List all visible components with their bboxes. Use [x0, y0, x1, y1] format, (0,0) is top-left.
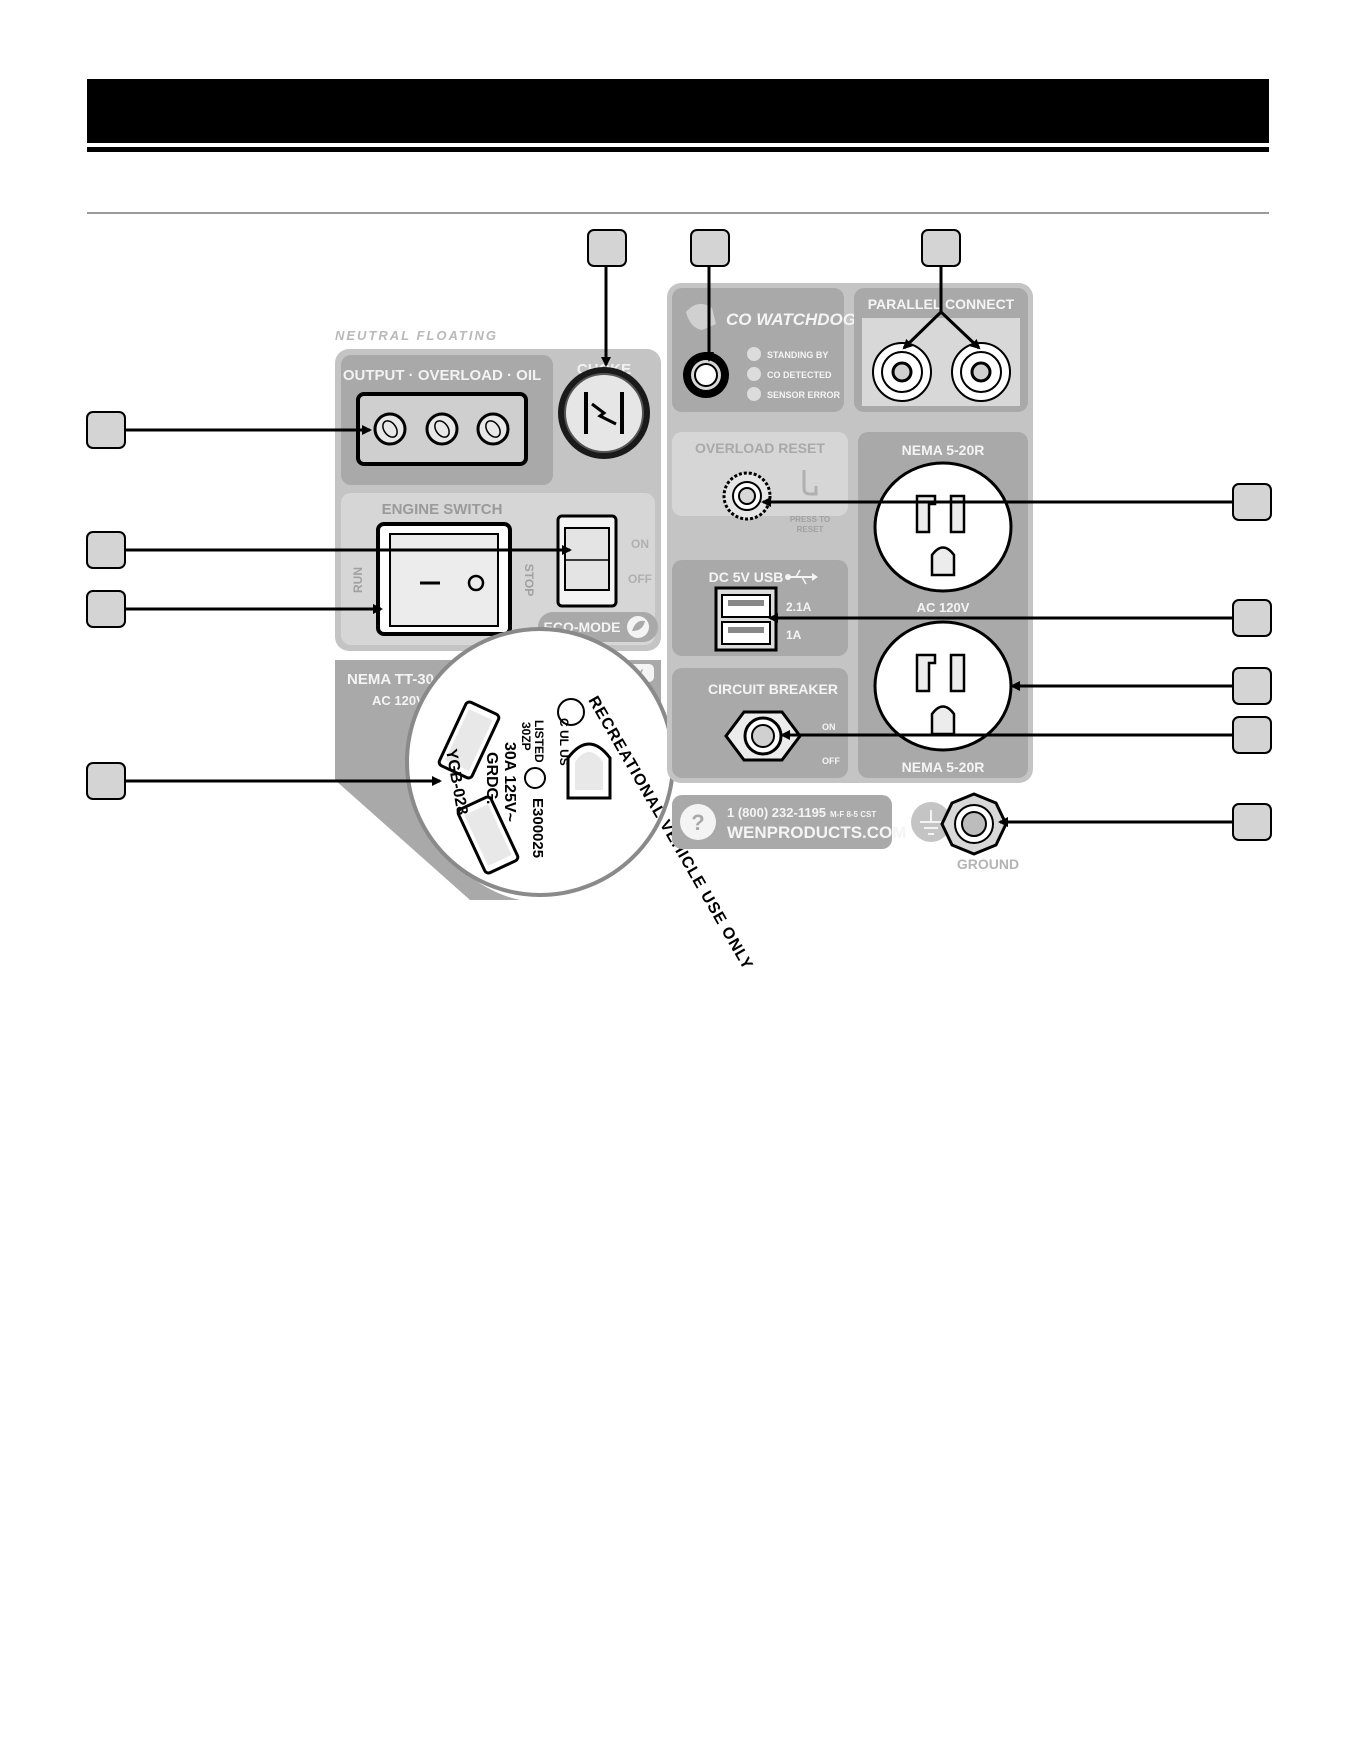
rv-zp-text: 30ZP [519, 722, 533, 751]
reset-label: RESET [797, 525, 824, 534]
right-control-panel: CO WATCHDOG STANDING BY CO DETECTED SENS… [667, 283, 1033, 872]
neutral-floating-label: NEUTRAL FLOATING [335, 328, 498, 343]
callout-box-co-sensor [690, 229, 730, 267]
callout-box-ground [1232, 803, 1272, 841]
finger-press-icon [802, 470, 818, 496]
usb-icon [785, 569, 818, 585]
press-to-label: PRESS TO [790, 515, 830, 524]
usb-port-2-1a[interactable] [721, 594, 771, 618]
stop-label: STOP [522, 564, 536, 596]
overload-indicator-light [425, 412, 459, 446]
rv-rating-text: 30A 125V~ [501, 742, 518, 822]
rv-tt30-outlet[interactable] [405, 627, 675, 897]
indicators-title: OUTPUT · OVERLOAD · OIL [343, 367, 541, 384]
nema-top-title: NEMA 5-20R [902, 442, 985, 458]
rv-file-number: E300025 [529, 798, 546, 858]
engine-switch-title: ENGINE SWITCH [382, 501, 503, 518]
section-divider [87, 212, 1269, 214]
callout-box-circuit-breaker [1232, 716, 1272, 754]
overload-reset-title: OVERLOAD RESET [695, 440, 825, 456]
sensor-error-led [747, 387, 761, 401]
support-phone: 1 (800) 232-1195 [727, 805, 826, 820]
callout-box-engine-switch [86, 590, 126, 628]
usb-1a-label: 1A [786, 628, 802, 642]
co-watchdog-logo: CO WATCHDOG [726, 310, 856, 329]
circuit-breaker-title: CIRCUIT BREAKER [708, 681, 838, 697]
run-label: RUN [351, 567, 365, 593]
ac-120v-label: AC 120V [917, 600, 970, 615]
support-info-section [672, 795, 892, 849]
title-rule [87, 147, 1269, 152]
callout-box-overload-reset [1232, 483, 1272, 521]
usb-port-1a[interactable] [721, 621, 771, 645]
help-symbol: ? [691, 810, 704, 835]
left-control-panel: NEUTRAL FLOATING OUTPUT · OVERLOAD · OIL… [335, 328, 756, 973]
callout-box-choke [587, 229, 627, 267]
callout-box-usb [1232, 599, 1272, 637]
support-website: WENPRODUCTS.COM [727, 823, 906, 842]
support-hours: M-F 8-5 CST [830, 810, 876, 819]
callout-arrow-parallel-right [939, 310, 981, 350]
engine-switch[interactable] [376, 522, 512, 636]
help-icon [680, 804, 716, 840]
breaker-off-label: OFF [822, 756, 840, 766]
circuit-breaker-button[interactable] [724, 710, 802, 762]
usb-title: DC 5V USB [709, 569, 784, 585]
standing-by-label: STANDING BY [767, 350, 828, 360]
breaker-on-label: ON [822, 722, 836, 732]
oil-indicator-light [476, 412, 510, 446]
callout-box-rv-outlet [86, 762, 126, 800]
overload-reset-section [672, 432, 848, 516]
nema-5-20r-outlet-top[interactable] [873, 461, 1013, 593]
rv-cert-mark: C UL US [557, 718, 571, 766]
callout-arrow-parallel-left [902, 310, 943, 350]
sensor-error-label: SENSOR ERROR [767, 390, 841, 400]
callout-box-nema-outlet [1232, 667, 1272, 705]
eco-off-label: OFF [628, 572, 652, 586]
choke-knob[interactable] [558, 367, 650, 459]
co-detected-label: CO DETECTED [767, 370, 832, 380]
ground-label: GROUND [957, 856, 1019, 872]
nema-5-20r-outlet-bottom[interactable] [873, 620, 1013, 752]
rv-outlet-voltage: AC 120V [372, 693, 425, 708]
callout-box-eco-mode [86, 531, 126, 569]
co-detected-led [747, 367, 761, 381]
eco-on-label: ON [631, 537, 649, 551]
standing-by-led [747, 347, 761, 361]
parallel-port-left[interactable] [872, 342, 932, 402]
co-sensor-light [683, 352, 729, 398]
rv-listed-text: LISTED [532, 720, 546, 763]
rv-grounding-text: GRDG. [483, 752, 500, 804]
callout-box-parallel [921, 229, 961, 267]
section-title-bar [87, 79, 1269, 143]
ground-terminal[interactable] [940, 792, 1008, 856]
eco-mode-switch[interactable] [556, 514, 618, 608]
callout-box-indicators [86, 411, 126, 449]
nema-bottom-title: NEMA 5-20R [902, 759, 985, 775]
output-indicator-light [373, 412, 407, 446]
parallel-port-right[interactable] [951, 342, 1011, 402]
usb-2-1a-label: 2.1A [786, 600, 812, 614]
callouts [86, 229, 1272, 841]
overload-reset-button[interactable] [722, 471, 772, 521]
